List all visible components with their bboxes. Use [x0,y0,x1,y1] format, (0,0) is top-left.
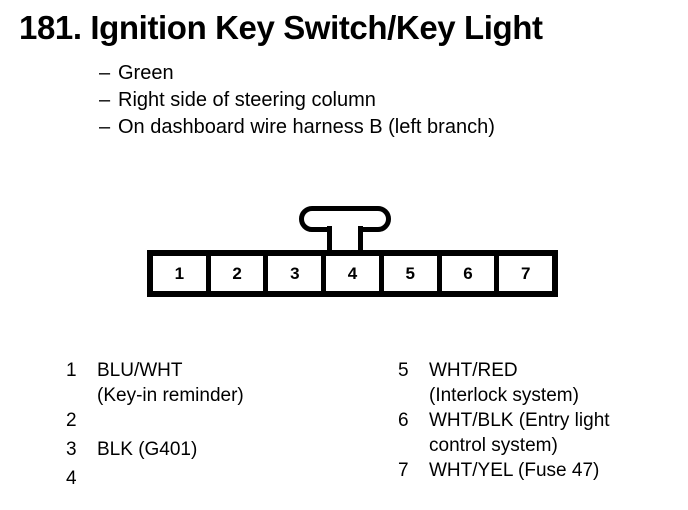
connector-pin-6: 6 [441,256,495,291]
legend-circuit-note: (Key-in reminder) [97,385,244,406]
legend-pin-description: WHT/BLK (Entry light control system) [429,408,683,458]
legend-pin-number: 2 [66,410,77,431]
note-item: – On dashboard wire harness B (left bran… [99,114,495,141]
legend-row: 4 [66,466,366,495]
connector-diagram: 1 2 3 4 5 6 7 [147,206,558,298]
legend-wire-color: WHT/RED [429,360,518,381]
legend-pin-number: 5 [398,360,409,381]
legend-row: 7 WHT/YEL (Fuse 47) [398,458,683,487]
legend-circuit-note: control system) [429,435,558,456]
connector-shell: 1 2 3 4 5 6 7 [147,250,558,297]
legend-pin-description: WHT/RED (Interlock system) [429,358,683,408]
dash-icon: – [99,89,111,111]
legend-pin-number: 7 [398,460,409,481]
legend-pin-description: BLK (G401) [97,437,366,462]
legend-row: 3 BLK (G401) [66,437,366,466]
note-item: – Right side of steering column [99,87,495,114]
legend-pin-number: 4 [66,468,77,489]
page-title: 181. Ignition Key Switch/Key Light [19,9,543,46]
note-text: Green [118,62,174,84]
legend-pin-number: 1 [66,360,77,381]
note-text: On dashboard wire harness B (left branch… [118,116,495,138]
latch-neck-shape [327,226,363,252]
connector-pin-4: 4 [326,256,379,291]
connector-pin-7: 7 [499,256,553,291]
dash-icon: – [99,62,111,84]
connector-pin-2: 2 [210,256,264,291]
note-text: Right side of steering column [118,89,376,111]
legend-row: 6 WHT/BLK (Entry light control system) [398,408,683,458]
connector-pin-3: 3 [268,256,322,291]
legend-pin-number: 6 [398,410,409,431]
legend-pin-description: BLU/WHT (Key-in reminder) [97,358,366,408]
legend-wire-color: BLU/WHT [97,360,183,381]
legend-wire-color: WHT/BLK (Entry light [429,410,610,431]
legend-wire-color: WHT/YEL (Fuse 47) [429,460,600,481]
note-item: – Green [99,60,495,87]
connector-pin-1: 1 [153,256,206,291]
legend-row: 5 WHT/RED (Interlock system) [398,358,683,408]
legend-wire-color: BLK (G401) [97,439,198,460]
pin-legend-right: 5 WHT/RED (Interlock system) 6 WHT/BLK (… [398,358,683,487]
legend-pin-number: 3 [66,439,77,460]
legend-circuit-note: (Interlock system) [429,385,579,406]
connector-latch-tab [299,206,391,252]
pin-legend-left: 1 BLU/WHT (Key-in reminder) 2 3 BLK (G40… [66,358,366,495]
legend-pin-description: WHT/YEL (Fuse 47) [429,458,683,483]
legend-row: 1 BLU/WHT (Key-in reminder) [66,358,366,408]
connector-pin-5: 5 [383,256,437,291]
note-list: – Green – Right side of steering column … [99,60,495,141]
dash-icon: – [99,116,111,138]
legend-row: 2 [66,408,366,437]
